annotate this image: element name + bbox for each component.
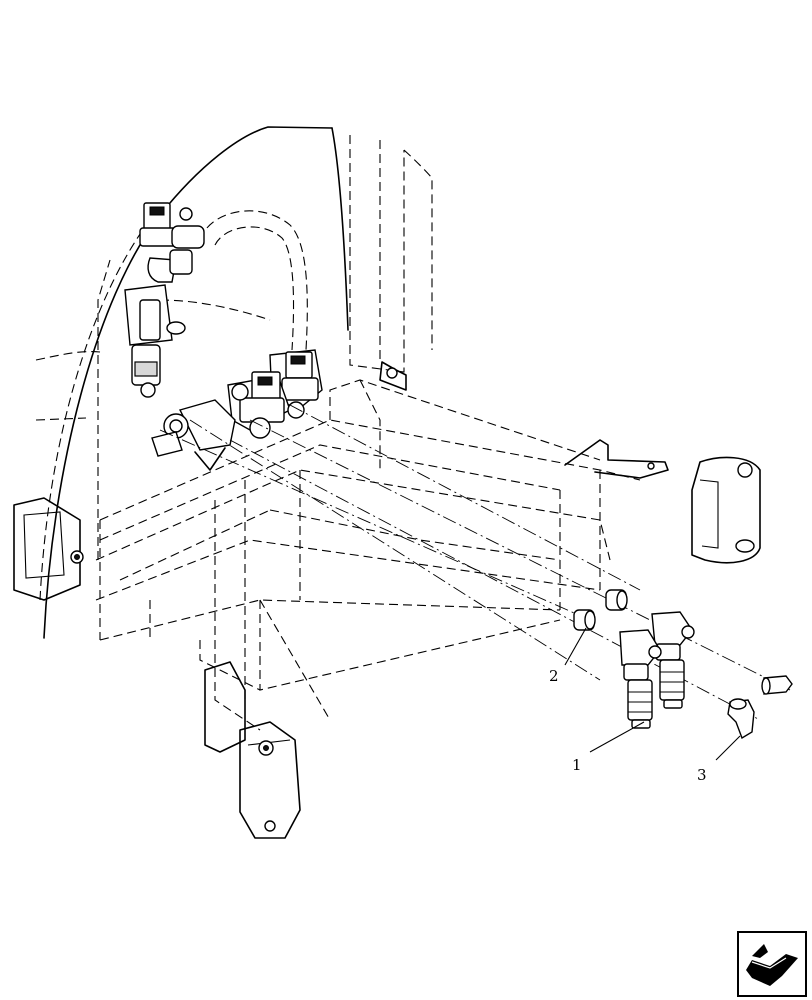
callout-1: 1 [572,756,582,774]
part-1-filter-assembly [619,611,695,729]
callout-3: 3 [697,766,707,784]
cab-post [349,135,433,391]
drawbar-hitch [564,439,761,564]
hose-loop [159,210,308,351]
valve-block-assembly [151,349,323,471]
next-page-arrow-icon[interactable] [737,931,807,997]
callout-leaders [564,627,741,761]
part-3-elbow-fitting [727,675,793,740]
cab-fender-panel [13,126,349,639]
upper-valve-assembly [124,202,205,398]
lower-hitch-bracket [204,661,301,839]
part-2-fittings [573,589,628,631]
callout-2: 2 [549,667,559,685]
